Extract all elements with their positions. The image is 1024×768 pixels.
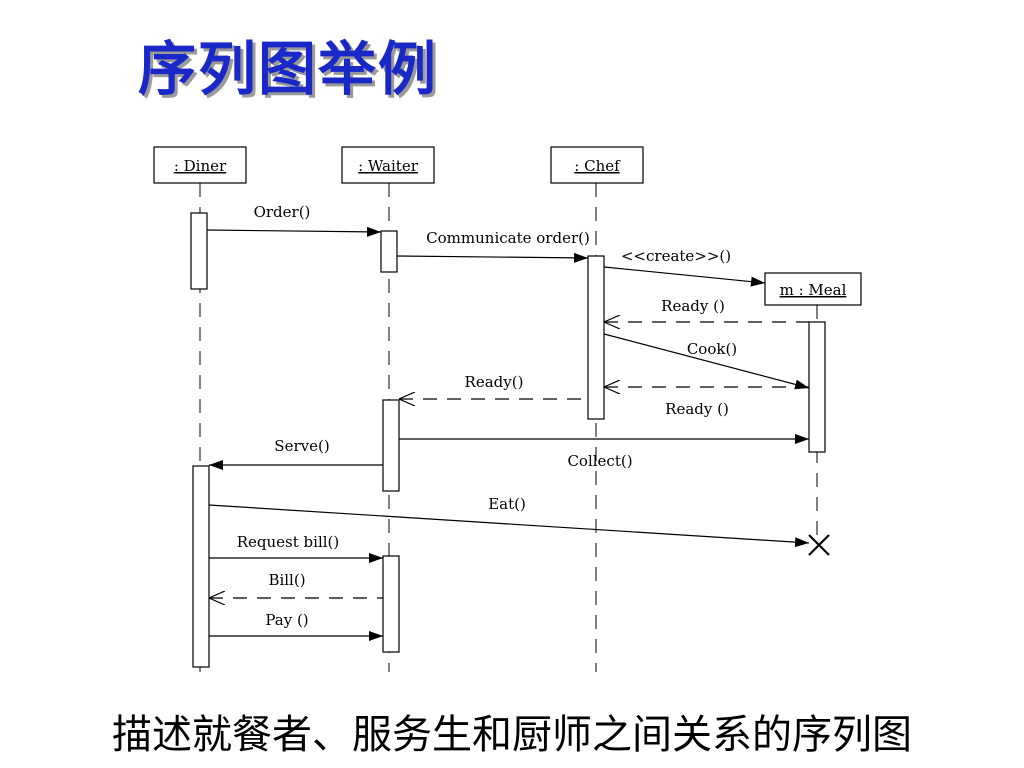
- activation-waiter-2: [382, 399, 400, 492]
- message-order-label: Order(): [254, 203, 311, 221]
- message-cook-label: Cook(): [687, 340, 737, 358]
- activation-waiter-1: [380, 230, 398, 273]
- message-communicate-label: Communicate order(): [426, 229, 590, 247]
- message-pay-label: Pay (): [265, 611, 308, 629]
- slide-caption: 描述就餐者、服务生和厨师之间关系的序列图: [112, 712, 912, 758]
- message-create-arrow: [603, 266, 766, 287]
- destroy-x-icon: [808, 534, 830, 556]
- message-communicate-arrow: [396, 252, 589, 263]
- object-meal: m : Meal: [764, 272, 862, 306]
- message-order-arrow: [206, 226, 382, 237]
- slide-title: 序列图举例: [138, 35, 439, 103]
- activation-chef: [587, 255, 605, 420]
- message-bill-label: Bill(): [268, 571, 305, 589]
- object-chef-label: : Chef: [574, 157, 621, 175]
- activation-diner-2: [192, 465, 210, 668]
- activation-waiter-3: [382, 555, 400, 653]
- object-diner: : Diner: [153, 146, 247, 184]
- object-waiter-label: : Waiter: [358, 157, 419, 175]
- message-request-label: Request bill(): [237, 533, 340, 551]
- object-meal-label: m : Meal: [780, 281, 847, 299]
- message-eat-arrow: [208, 504, 810, 548]
- message-serve-label: Serve(): [274, 437, 329, 455]
- activation-diner-1: [190, 212, 208, 290]
- message-cook-arrow: [603, 333, 810, 390]
- message-ready2-label: Ready(): [465, 373, 524, 391]
- object-chef: : Chef: [550, 146, 644, 184]
- activation-meal: [808, 321, 826, 453]
- message-ready1-label: Ready (): [661, 297, 725, 315]
- message-create-label: <<create>>(): [621, 247, 731, 265]
- message-collect-label: Collect(): [567, 452, 632, 470]
- message-eat-label: Eat(): [488, 495, 526, 513]
- object-waiter: : Waiter: [341, 146, 435, 184]
- object-diner-label: : Diner: [174, 157, 227, 175]
- message-ready3-label: Ready (): [665, 400, 729, 418]
